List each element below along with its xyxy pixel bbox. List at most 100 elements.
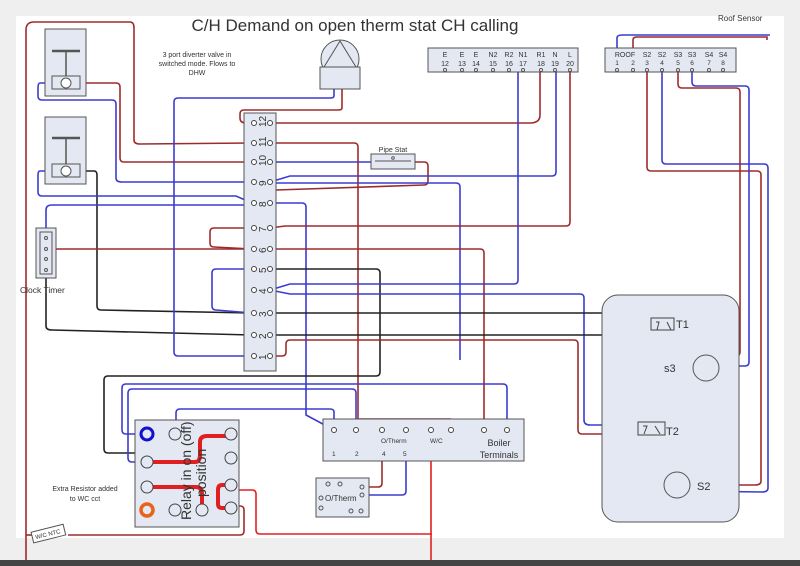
- wire-5-3-link: [211, 268, 253, 314]
- relay-pin-highlight-orange: [139, 502, 155, 518]
- wire: [175, 408, 335, 434]
- wire-12-to-r1: [270, 72, 541, 124]
- ctb-label-num: 15: [489, 61, 497, 68]
- opentherm-label: O/Therm: [325, 494, 357, 503]
- stb-label-top: S3: [674, 52, 683, 59]
- stb-terminal: [676, 68, 680, 72]
- room-stat-upper[interactable]: [44, 28, 87, 97]
- wc-terminal-label: 1: [258, 354, 269, 360]
- ctb-label-top: N: [552, 52, 557, 59]
- wire-4-to-t2: [269, 289, 638, 426]
- stb-terminal: [721, 68, 725, 72]
- stb-label-top: ROOF: [615, 52, 635, 59]
- wc-terminal-right-8: [267, 200, 273, 206]
- boiler-num-5: 5: [403, 451, 407, 458]
- sensor-s3: [692, 354, 720, 382]
- ctb-label-num: 14: [472, 61, 480, 68]
- wire-8: [270, 202, 335, 431]
- wire-timer-neutral: [45, 202, 253, 228]
- hot-water-cylinder: [601, 294, 740, 523]
- stb-label-top: S2: [658, 52, 667, 59]
- ctb-label-top: R2: [505, 52, 514, 59]
- stb-label-num: 5: [676, 60, 680, 67]
- roof-sensor-label: Roof Sensor: [718, 14, 763, 23]
- sensor-t1-label: T1: [676, 319, 689, 331]
- boiler-num-2: 2: [355, 451, 359, 458]
- control-terminal-block: [427, 47, 579, 73]
- wire-9-to-n: [269, 72, 557, 183]
- room-stat-lower[interactable]: [44, 116, 87, 185]
- ctb-label-top: L: [568, 52, 572, 59]
- valve-note-line3: DHW: [189, 70, 206, 77]
- stb-label-top: S3: [688, 52, 697, 59]
- wc-terminal-label: 9: [258, 180, 269, 186]
- wire: [270, 182, 461, 360]
- ctb-terminal: [507, 68, 511, 72]
- ctb-label-num: 12: [441, 61, 449, 68]
- valve-note-line2: switched mode. Flows to: [159, 61, 236, 68]
- wc-terminal-left-6: [251, 246, 257, 252]
- relay-pin-3: [168, 503, 182, 517]
- wc-ntc-resistor: W/C NTC: [30, 523, 67, 544]
- sensor-t2-label: T2: [666, 426, 679, 438]
- wc-terminal-left-3: [251, 310, 257, 316]
- wire-6: [270, 248, 485, 430]
- ctb-terminal: [474, 68, 478, 72]
- solar-terminal-block: [604, 47, 737, 73]
- sensor-s3-label: s3: [664, 363, 676, 375]
- wire-timer-switched: [45, 270, 253, 336]
- boiler-terminal: [428, 427, 434, 433]
- clock-timer[interactable]: [35, 227, 57, 279]
- boiler-terminal: [481, 427, 487, 433]
- wc-terminal-left-8: [251, 200, 257, 206]
- wc-terminal-left-9: [251, 179, 257, 185]
- sensor-t1: [650, 317, 675, 331]
- stb-label-num: 1: [615, 60, 619, 67]
- wc-terminal-right-6: [267, 246, 273, 252]
- wc-terminal-label: 7: [258, 226, 269, 232]
- wc-terminal-label: 8: [258, 201, 269, 207]
- boiler-num-1: 1: [332, 451, 336, 458]
- wire-pipestat-live: [275, 161, 429, 191]
- ctb-label-top: N1: [519, 52, 528, 59]
- wc-terminal-left-4: [251, 287, 257, 293]
- ctb-label-top: E: [443, 52, 448, 59]
- ctb-label-top: E: [474, 52, 479, 59]
- boiler-terminal: [331, 427, 337, 433]
- wire-7-6-link: [209, 227, 253, 250]
- stb-label-top: S4: [719, 52, 728, 59]
- relay-pin-4: [195, 503, 209, 517]
- stb-label-top: S2: [643, 52, 652, 59]
- wire-11: [270, 142, 451, 420]
- valve-note-line1: 3 port diverter valve in: [163, 52, 232, 59]
- ctb-label-top: R1: [537, 52, 546, 59]
- relay-contact-active-1: [147, 434, 231, 464]
- wc-terminal-label: 2: [258, 333, 269, 339]
- wire-2-to-t1: [270, 329, 647, 336]
- ctb-label-num: 13: [458, 61, 466, 68]
- wc-terminal-label: 3: [258, 311, 269, 317]
- wc-terminal-right-7: [267, 225, 273, 231]
- relay-pin-1: [140, 455, 154, 469]
- diverter-valve[interactable]: [319, 39, 361, 90]
- wire-5-relay: [103, 268, 381, 454]
- wire-1-to-t2: [270, 339, 638, 435]
- relay-pin-8: [168, 427, 182, 441]
- wire: [239, 489, 432, 535]
- wc-terminal-label: 5: [258, 267, 269, 273]
- relay-pin-7: [224, 451, 238, 465]
- ctb-terminal: [443, 68, 447, 72]
- wc-terminal-label: 10: [258, 154, 269, 166]
- wire-stat-upper-live: [86, 82, 252, 163]
- resistor-note-line2: to WC cct: [70, 496, 100, 503]
- wc-terminal-left-12: [251, 120, 257, 126]
- wc-terminal-label: 12: [258, 115, 269, 127]
- opentherm-stat[interactable]: [315, 477, 370, 518]
- ctb-terminal: [491, 68, 495, 72]
- sensor-s2: [663, 471, 691, 499]
- pipe-stat[interactable]: [370, 153, 416, 170]
- stb-label-num: 3: [645, 60, 649, 67]
- relay-label-2: position: [193, 449, 209, 497]
- boiler-terminal: [448, 427, 454, 433]
